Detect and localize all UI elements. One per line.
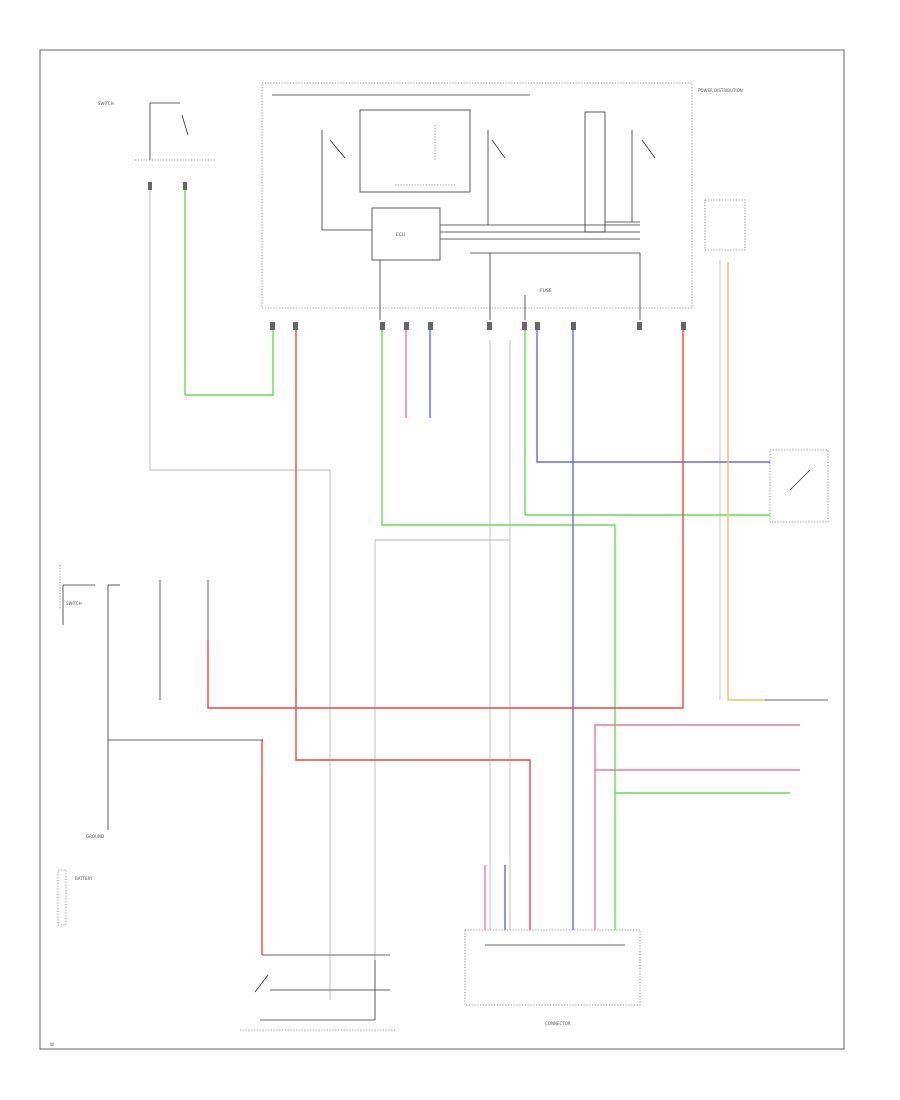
pink-wire-lower-right (594, 724, 800, 930)
yellow-wire-right (727, 262, 765, 701)
inner-sub-box (359, 109, 471, 193)
left-switch-group: SWITCH (62, 580, 209, 740)
blue-wire-right (536, 322, 770, 463)
right-switch-box (584, 111, 606, 233)
power-distribution-label: POWER DISTRIBUTION (698, 88, 743, 93)
corner-mark: W (50, 1042, 54, 1047)
red-wire-long-loop (295, 322, 531, 930)
main-module-box (261, 82, 693, 309)
ecu-label: ECU (396, 232, 405, 238)
switch-symbol-3 (641, 139, 656, 159)
connector-pins (148, 182, 686, 330)
fuse-label: FUSE (540, 288, 552, 294)
switch-symbol-1 (329, 139, 346, 159)
ecu-box (371, 207, 441, 261)
top-left-switch-label: SWITCH (98, 101, 114, 106)
diagram-frame (39, 49, 845, 1050)
top-right-sensor-box (704, 199, 746, 251)
switch-symbol-2 (491, 139, 506, 159)
left-switch-text: SWITCH (66, 601, 82, 606)
bottom-connector-label: CONNECTOR (545, 1021, 571, 1026)
red-wire-right-loop (207, 322, 684, 709)
bottom-connector-box (464, 929, 641, 1006)
battery-label: BATTERY (75, 876, 93, 881)
top-left-switch-symbol (181, 114, 189, 136)
ground-left-label: GROUND (86, 834, 104, 839)
green-wire-center (381, 322, 616, 930)
right-switch-box-lower (769, 449, 829, 523)
battery-symbol (57, 869, 67, 926)
green-wire-top-left (184, 185, 274, 396)
bottom-switch (240, 954, 395, 1031)
green-wire-right-switch (524, 322, 770, 516)
